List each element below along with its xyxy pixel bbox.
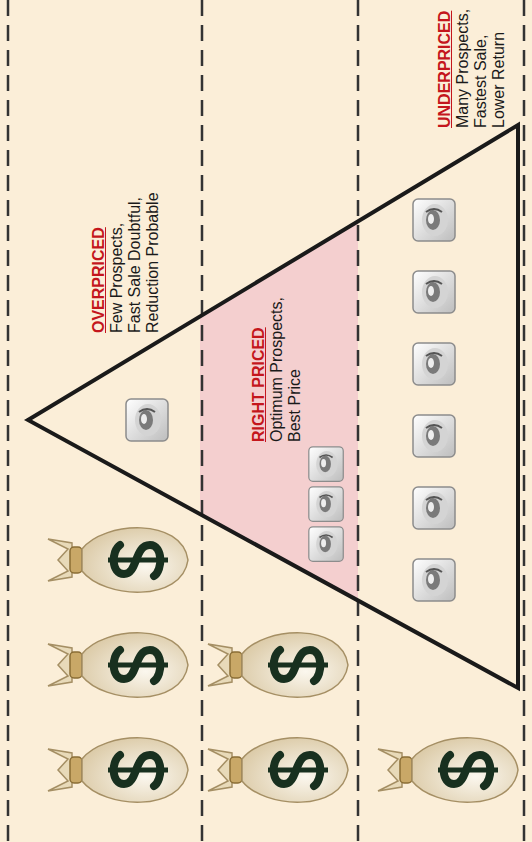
pricing-triangle xyxy=(28,125,518,688)
right-price-shading xyxy=(200,221,358,600)
price-band: RIGHT PRICEDOptimum Prospects, Best Pric… xyxy=(202,0,358,842)
price-band: OVERPRICEDFew Prospects, Fast Sale Doubt… xyxy=(8,0,202,842)
money-bags xyxy=(48,528,518,802)
band-heading: OVERPRICED xyxy=(90,189,108,333)
band-description: Optimum Prospects, Best Price xyxy=(268,292,304,442)
band-heading: UNDERPRICED xyxy=(436,4,454,128)
band-heading: RIGHT PRICED xyxy=(250,292,268,442)
band-label-group: OVERPRICEDFew Prospects, Fast Sale Doubt… xyxy=(90,189,162,333)
price-band: UNDERPRICEDMany Prospects, Fastest Sale,… xyxy=(358,0,524,842)
band-label-group: RIGHT PRICEDOptimum Prospects, Best Pric… xyxy=(250,292,304,442)
band-description: Many Prospects, Fastest Sale, Lower Retu… xyxy=(454,4,508,128)
band-description: Few Prospects, Fast Sale Doubtful, Reduc… xyxy=(108,189,162,333)
band-label-group: UNDERPRICEDMany Prospects, Fastest Sale,… xyxy=(436,4,508,128)
band-dividers xyxy=(8,0,524,842)
